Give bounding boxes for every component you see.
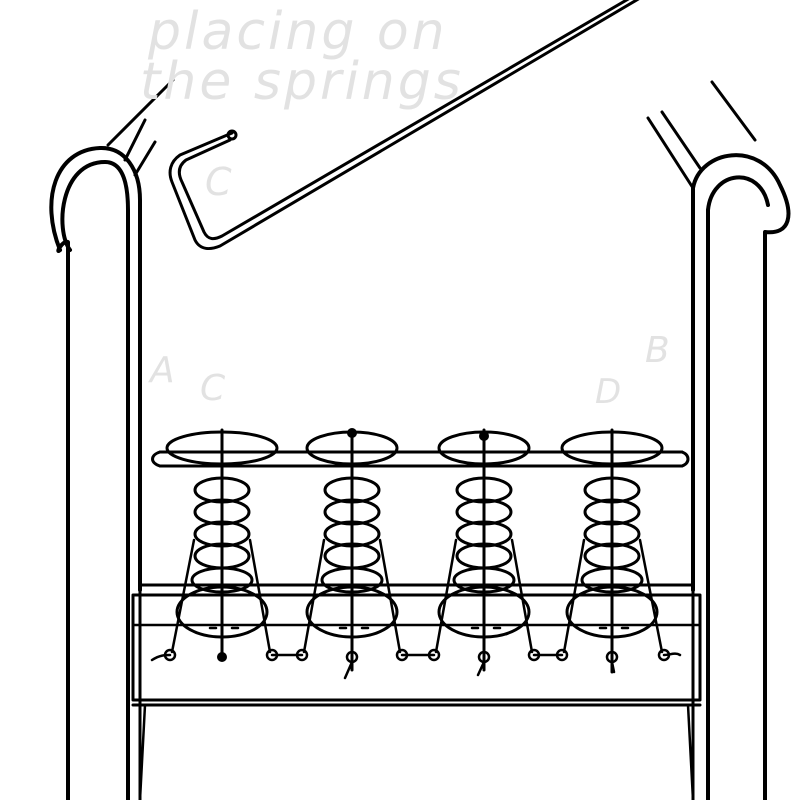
label-left-spring: C: [200, 368, 226, 409]
caption-line-1: placing on: [148, 2, 448, 62]
right-arm: [646, 80, 791, 802]
spring-1: [163, 428, 279, 662]
label-right-edge: B: [645, 330, 670, 371]
label-right-spring: D: [595, 372, 622, 412]
edge-wire: [151, 450, 690, 468]
seat-base: [131, 583, 702, 802]
spring-2: [295, 428, 409, 672]
left-arm: [49, 78, 175, 802]
label-left-edge: A: [150, 350, 175, 391]
caption-line-2: the springs: [140, 52, 464, 112]
spring-3: [427, 428, 541, 672]
twine-ties: [150, 652, 682, 680]
hook-wire: [168, 0, 640, 250]
spring-4: [555, 428, 671, 674]
label-hook: C: [205, 160, 232, 204]
